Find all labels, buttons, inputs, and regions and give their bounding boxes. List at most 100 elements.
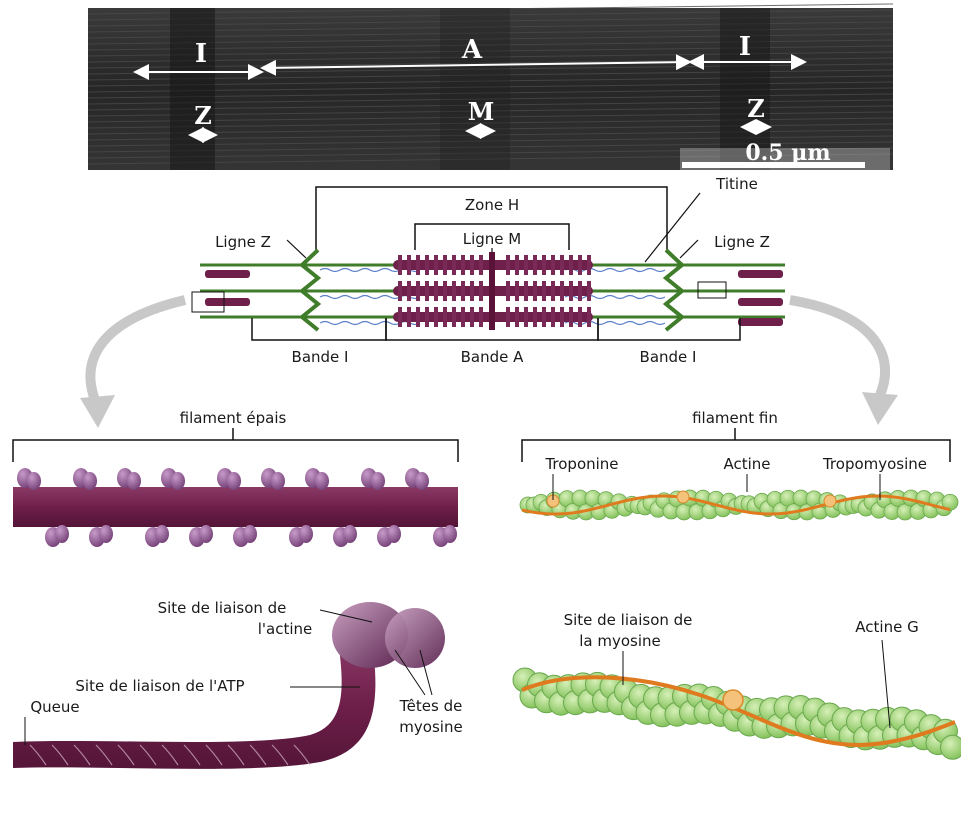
- micro-label-a: A: [461, 35, 483, 65]
- cross-bridge: [443, 307, 447, 327]
- cross-bridge: [578, 281, 582, 301]
- myosin-head: [443, 525, 457, 543]
- cross-bridge: [533, 255, 537, 275]
- cross-bridge: [569, 255, 573, 275]
- cross-bridge: [587, 255, 591, 275]
- cross-bridge: [542, 307, 546, 327]
- ligne-z-left-label: Ligne Z: [215, 233, 271, 251]
- myosin-head: [343, 525, 357, 543]
- cross-bridge: [452, 255, 456, 275]
- myosin-head: [27, 472, 41, 490]
- cross-bridge: [452, 307, 456, 327]
- myosin-head: [199, 525, 213, 543]
- cross-bridge: [524, 255, 528, 275]
- scale-bar-label: 0.5 µm: [745, 140, 830, 166]
- cross-bridge: [470, 255, 474, 275]
- cross-bridge: [461, 255, 465, 275]
- cross-bridge: [560, 307, 564, 327]
- thick-filament-title: filament épais: [180, 409, 287, 427]
- cross-bridge: [452, 281, 456, 301]
- cross-bridge: [506, 281, 510, 301]
- cross-bridge: [524, 307, 528, 327]
- troponin-dot: [677, 491, 689, 503]
- cross-bridge: [551, 255, 555, 275]
- micro-label-i-left: I: [195, 39, 207, 69]
- thick-filament-panel: filament épais: [13, 409, 458, 547]
- cross-bridge: [551, 281, 555, 301]
- cross-bridge: [443, 255, 447, 275]
- cross-bridge: [434, 281, 438, 301]
- cross-bridge: [533, 281, 537, 301]
- myosin-head: [243, 525, 257, 543]
- thick-filaments-a-band: [393, 252, 593, 330]
- zoom-arrow-left: [90, 300, 185, 400]
- cross-bridge: [425, 281, 429, 301]
- thin-filament-title: filament fin: [692, 409, 778, 427]
- tetes-label-1: Têtes de: [399, 697, 463, 715]
- cross-bridge: [524, 281, 528, 301]
- thick-filament-rod: [13, 487, 458, 527]
- site-actine-label-2: l'actine: [258, 620, 313, 638]
- cross-bridge: [551, 307, 555, 327]
- troponin-detail: [723, 690, 743, 710]
- cross-bridge: [533, 307, 537, 327]
- cross-bridge: [461, 307, 465, 327]
- cross-bridge: [578, 255, 582, 275]
- thin-filament-panel: filament fin Troponine Actine Tropomyosi…: [520, 409, 958, 520]
- cross-bridge: [416, 281, 420, 301]
- bande-a-label: Bande A: [461, 348, 525, 366]
- site-actine-label-1: Site de liaison de: [158, 599, 287, 617]
- m-line: [489, 252, 495, 330]
- cross-bridge: [515, 307, 519, 327]
- cross-bridge: [506, 255, 510, 275]
- cross-bridge: [470, 281, 474, 301]
- actin-detail: Site de liaison de la myosine Actine G: [513, 611, 961, 759]
- tetes-label-2: myosine: [399, 718, 462, 736]
- z-disc-dark-left: [170, 8, 215, 170]
- cross-bridge: [578, 307, 582, 327]
- cross-bridge: [398, 307, 402, 327]
- site-myosine-label-1: Site de liaison de: [564, 611, 693, 629]
- bande-i-right-label: Bande I: [640, 348, 697, 366]
- cross-bridge: [434, 255, 438, 275]
- cross-bridge: [461, 281, 465, 301]
- cross-bridge: [407, 307, 411, 327]
- titine-pointer: [645, 193, 700, 262]
- actine-g-label: Actine G: [855, 618, 918, 636]
- cross-bridge: [560, 255, 564, 275]
- myosin-head: [171, 472, 185, 490]
- myosin-head: [127, 472, 141, 490]
- cross-bridge: [407, 281, 411, 301]
- sarcomere-schematic: Zone H Titine Ligne M Ligne Z Ligne Z: [80, 175, 898, 428]
- myosin-head: [387, 525, 401, 543]
- cross-bridge: [587, 307, 591, 327]
- cross-bridge: [398, 255, 402, 275]
- cross-bridge: [425, 307, 429, 327]
- cross-bridge: [542, 281, 546, 301]
- myosin-head: [155, 525, 169, 543]
- cross-bridge: [470, 307, 474, 327]
- cross-bridge: [416, 307, 420, 327]
- myosin-head: [55, 525, 69, 543]
- myosin-head: [315, 472, 329, 490]
- cross-bridge: [425, 255, 429, 275]
- cross-bridge: [506, 307, 510, 327]
- zoom-arrow-right: [790, 300, 885, 395]
- micro-label-m: M: [468, 97, 495, 126]
- ligne-m-label: Ligne M: [463, 230, 522, 248]
- cross-bridge: [479, 255, 483, 275]
- cross-bridge: [560, 281, 564, 301]
- cross-bridge: [416, 255, 420, 275]
- actin-g-bead: [941, 735, 961, 759]
- ligne-z-right-label: Ligne Z: [714, 233, 770, 251]
- cross-bridge: [434, 307, 438, 327]
- actin-g-monomers: [513, 668, 961, 759]
- myosin-head: [299, 525, 313, 543]
- myosin-head-back: [385, 608, 445, 668]
- cross-bridge: [515, 255, 519, 275]
- cross-bridge: [443, 281, 447, 301]
- cross-bridge: [569, 281, 573, 301]
- micro-label-z-left: Z: [194, 101, 212, 130]
- cross-bridge: [515, 281, 519, 301]
